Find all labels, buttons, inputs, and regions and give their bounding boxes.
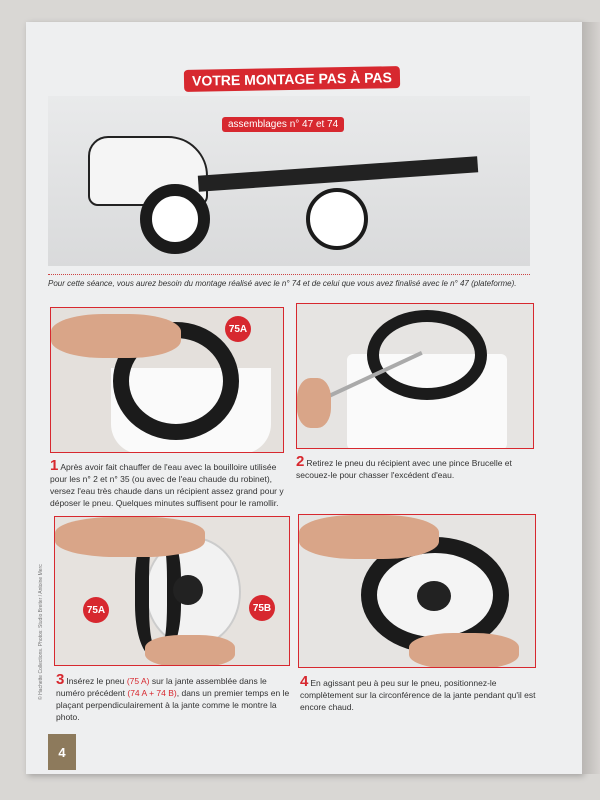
step-text: En agissant peu à peu sur le pneu, posit… <box>300 678 536 712</box>
step-text: Insérez le pneu <box>66 676 127 686</box>
step-text: Retirez le pneu du récipient avec une pi… <box>296 458 512 480</box>
assemblies-badge: assemblages n° 47 et 74 <box>222 117 345 132</box>
step-2-photo <box>296 303 534 449</box>
part-reference: (75 A) <box>126 676 150 686</box>
step-text: , dans un premier temps en le plaçant pe… <box>56 688 290 722</box>
intro-text: Pour cette séance, vous aurez besoin du … <box>48 279 517 288</box>
page-number: 4 <box>48 734 76 770</box>
step-3-photo: 75A 75B <box>54 516 290 666</box>
step-text: sur la jante assemblée dans le numéro pr… <box>56 676 267 698</box>
step-number: 2 <box>296 453 305 470</box>
part-label-75b: 75B <box>249 595 275 621</box>
step-text: Après avoir fait chauffer de l'eau avec … <box>50 462 284 508</box>
part-reference: (74 A + 74 B) <box>127 688 177 698</box>
part-label-75a: 75A <box>225 316 251 342</box>
page-spine <box>582 22 600 774</box>
step-number: 3 <box>56 671 65 688</box>
part-label-75a: 75A <box>83 597 109 623</box>
step-4-photo <box>298 514 536 668</box>
step-number: 1 <box>50 457 59 474</box>
photo-credit: © Hachette Collections. Photos: Studio B… <box>38 564 44 700</box>
step-number: 4 <box>300 673 309 690</box>
step-1-photo: 75A <box>50 307 284 453</box>
page-title: VOTRE MONTAGE PAS À PAS <box>183 66 401 92</box>
divider <box>48 274 530 275</box>
